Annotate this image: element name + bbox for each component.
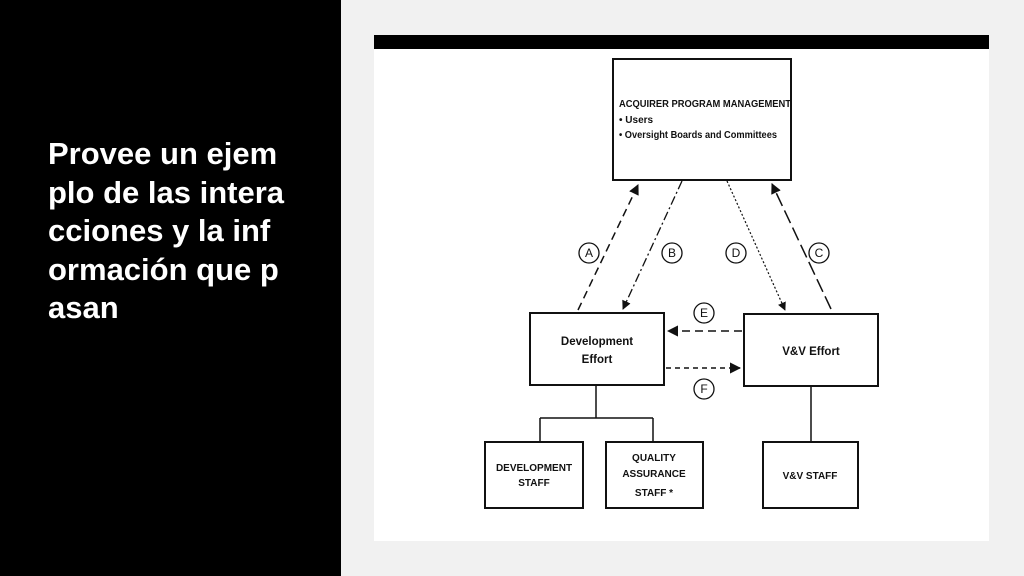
arrow-c — [771, 183, 832, 310]
vv-effort-label: V&V Effort — [782, 346, 840, 358]
connector-b: B — [661, 242, 683, 264]
acquirer-box — [612, 58, 792, 181]
connector-a: A — [578, 242, 600, 264]
development-staff-line1: DEVELOPMENT — [496, 463, 572, 474]
arrow-b — [622, 180, 683, 310]
acquirer-heading: ACQUIRER PROGRAM MANAGEMENT — [619, 99, 791, 110]
connector-d-label: D — [732, 246, 741, 260]
connector-c: C — [808, 242, 830, 264]
connector-b-label: B — [668, 246, 676, 260]
connector-e: E — [693, 302, 715, 324]
left-panel: Provee un ejemplo de las interacciones y… — [0, 0, 341, 576]
vv-staff-box — [762, 441, 859, 509]
development-staff-line2: STAFF — [518, 478, 549, 489]
development-staff-box — [484, 441, 584, 509]
development-effort-box — [529, 312, 665, 386]
connector-f-label: F — [700, 382, 707, 396]
diagram-figure: ACQUIRER PROGRAM MANAGEMENT • Users • Ov… — [374, 35, 989, 541]
arrow-d — [726, 180, 786, 311]
arrow-a — [577, 184, 639, 311]
acquirer-item-oversight: • Oversight Boards and Committees — [619, 130, 777, 141]
development-effort-label-line1: Development — [561, 336, 633, 348]
quality-assurance-box — [605, 441, 704, 509]
connector-a-label: A — [585, 246, 593, 260]
vv-staff-label: V&V STAFF — [783, 471, 838, 482]
development-effort-label-line2: Effort — [582, 354, 613, 366]
connector-f: F — [693, 378, 715, 400]
quality-assurance-line1: QUALITY — [632, 453, 676, 464]
quality-assurance-line2: ASSURANCE — [622, 469, 686, 480]
connector-e-label: E — [700, 306, 708, 320]
acquirer-item-users: • Users — [619, 115, 654, 126]
quality-assurance-line3: STAFF * — [635, 488, 673, 499]
vv-effort-box — [743, 313, 879, 387]
slide-title: Provee un ejemplo de las interacciones y… — [48, 136, 285, 325]
figure-top-bar — [374, 35, 989, 49]
connector-c-label: C — [815, 246, 824, 260]
interaction-diagram: ACQUIRER PROGRAM MANAGEMENT • Users • Ov… — [484, 58, 879, 509]
connector-d: D — [725, 242, 747, 264]
